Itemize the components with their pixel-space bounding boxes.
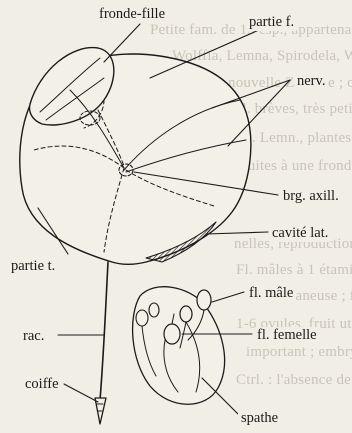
spathe-flower-bud	[136, 310, 148, 326]
label-nerv: nerv.	[294, 73, 328, 90]
label-cavite-lat: cavité lat.	[269, 225, 331, 242]
label-fronde-fille: fronde-fille	[96, 6, 168, 23]
label-coiffe: coiffe	[22, 376, 62, 393]
label-brg-axill: brg. axill.	[280, 188, 342, 205]
leader-line-fl-male	[212, 292, 244, 302]
label-fl-male: fl. mâle	[246, 285, 296, 302]
label-partie-t: partie t.	[8, 258, 58, 275]
male-flower-anther	[197, 290, 211, 310]
root	[100, 262, 108, 400]
female-flower-ovary	[164, 324, 180, 344]
spathe-flower-bud	[149, 303, 159, 317]
leader-line-coiffe	[64, 384, 98, 402]
label-spathe: spathe	[238, 410, 281, 427]
label-partie-f: partie f.	[246, 14, 297, 31]
leader-line-cavite-lat	[206, 232, 268, 234]
male-flower-anther	[180, 306, 192, 322]
label-fl-femelle: fl. femelle	[254, 327, 320, 344]
label-rac: rac.	[20, 328, 47, 345]
